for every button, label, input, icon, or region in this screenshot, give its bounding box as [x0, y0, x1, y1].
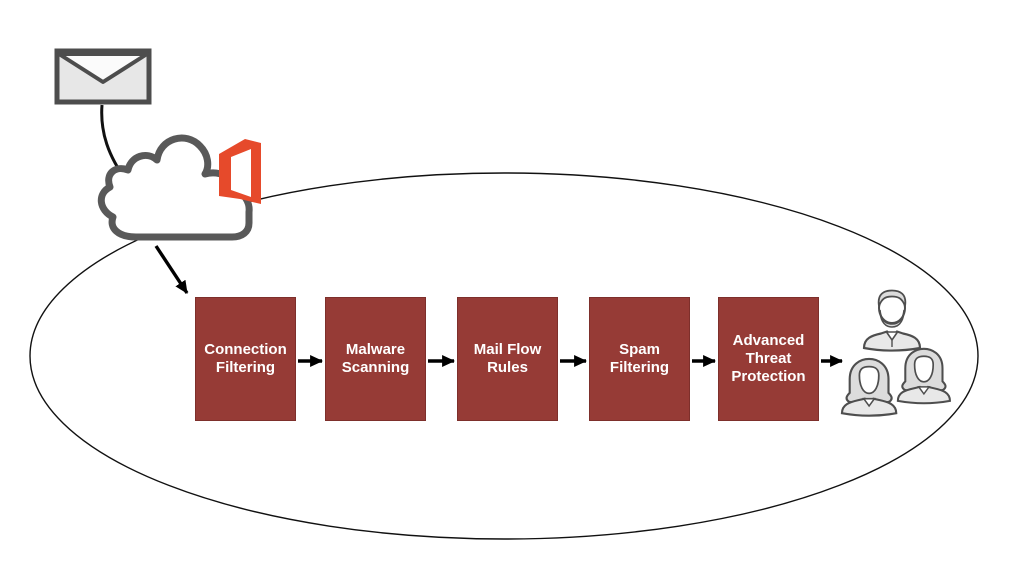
recipient-woman-icon — [840, 357, 898, 417]
flow-step-label: Advanced Threat Protection — [731, 331, 806, 386]
office-logo-icon — [219, 139, 261, 204]
flow-step-label: Spam Filtering — [609, 340, 670, 376]
cloud-to-flow-arrow — [154, 245, 189, 294]
flow-step-label: Mail Flow Rules — [473, 340, 542, 376]
recipients-group-icon — [840, 289, 951, 417]
flow-step-mail-flow-rules: Mail Flow Rules — [457, 297, 558, 421]
office365-cloud-icon — [97, 134, 253, 241]
recipient-woman-icon — [896, 347, 951, 405]
service-boundary-ellipse — [29, 172, 979, 540]
flow-step-connection-filtering: Connection Filtering — [195, 297, 296, 421]
flow-step-spam-filtering: Spam Filtering — [589, 297, 690, 421]
flow-step-label: Malware Scanning — [341, 340, 410, 376]
envelope-icon — [54, 48, 152, 105]
flow-step-label: Connection Filtering — [204, 340, 287, 376]
flow-step-advanced-threat-protection: Advanced Threat Protection — [718, 297, 819, 421]
recipient-man-icon — [862, 289, 922, 352]
flow-step-malware-scanning: Malware Scanning — [325, 297, 426, 421]
